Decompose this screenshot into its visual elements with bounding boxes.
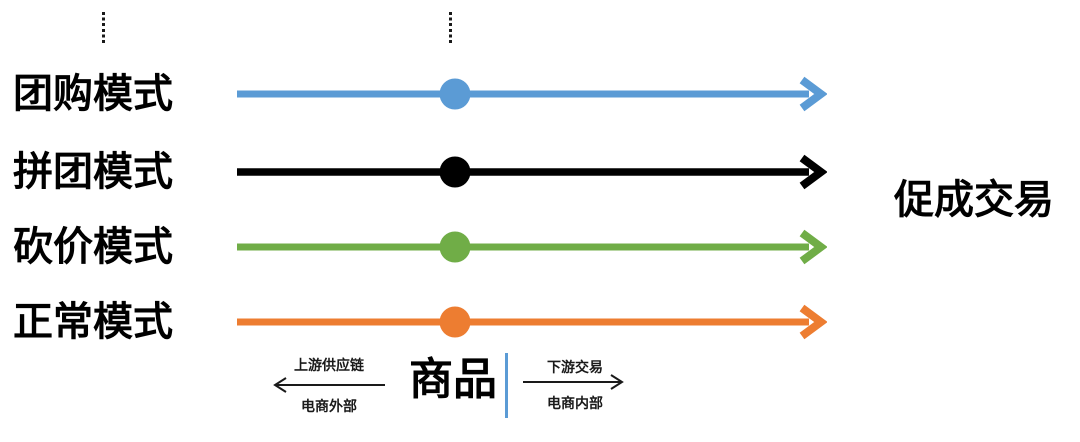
downstream-sublabel: 电商内部 [547,395,603,411]
outcome-label: 促成交易 [894,178,1054,222]
timeline-arrow [237,154,827,190]
mode-row-groupbuy: 团购模式 [0,70,1080,118]
mode-label: 团购模式 [13,72,173,116]
timeline-arrow [237,76,827,112]
mode-label: 砍价模式 [13,225,173,269]
upstream-sublabel: 电商外部 [301,398,357,414]
downstream-arrow-icon [523,374,624,390]
mode-label: 正常模式 [13,300,173,344]
midpoint-dot [439,306,471,338]
dotted-guide-labels [102,12,105,44]
midpoint-dot [439,156,471,188]
timeline-arrow [237,229,827,265]
dotted-guide-product [449,12,452,44]
upstream-arrow-icon [273,377,385,393]
product-label: 商品 [409,355,497,404]
midpoint-dot [439,78,471,110]
mode-row-bargain: 砍价模式 [0,223,1080,271]
midpoint-dot [439,231,471,263]
mode-row-normal: 正常模式 [0,298,1080,346]
mode-label: 拼团模式 [13,150,173,194]
timeline-arrow [237,304,827,340]
mode-row-pintuan: 拼团模式 [0,148,1080,196]
product-divider-line [505,353,508,418]
upstream-label: 上游供应链 [294,357,364,373]
downstream-label: 下游交易 [547,359,603,375]
